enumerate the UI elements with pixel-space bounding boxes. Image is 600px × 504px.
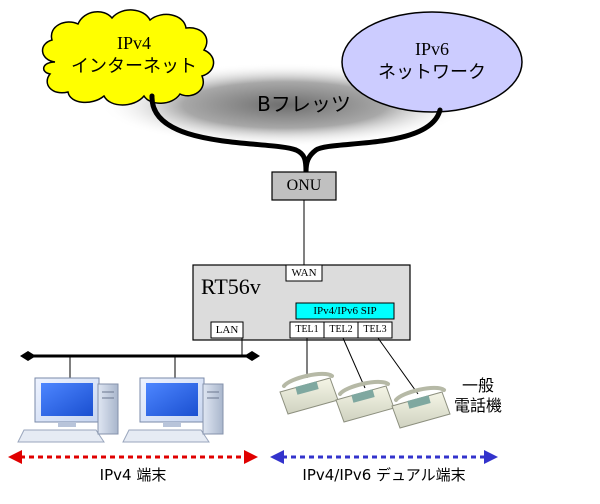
dual-terminal-label: IPv4/IPv6 デュアル端末: [302, 466, 466, 484]
tel2-label: TEL2: [329, 324, 353, 335]
tel2-line: [342, 337, 366, 389]
ipv4-link: [149, 93, 309, 175]
onu-label: ONU: [286, 177, 322, 194]
pc-icon: [122, 377, 224, 443]
pc-icon: [17, 377, 119, 443]
tel3-label: TEL3: [363, 324, 387, 335]
ipv4-cloud-subtitle: インターネット: [71, 56, 197, 77]
bflets-label: Bフレッツ: [257, 92, 351, 116]
ipv4-terminal-range-arrow: [8, 450, 258, 464]
phone-icon: [279, 371, 339, 415]
sip-label: IPv4/IPv6 SIP: [313, 305, 377, 317]
tel3-line: [377, 337, 419, 395]
wan-label: WAN: [291, 267, 317, 279]
ipv4-terminal-label: IPv4 端末: [99, 466, 167, 484]
phones-label-line1: 一般: [461, 376, 495, 395]
wan-port: [285, 264, 323, 282]
ipv6-cloud-title: IPv6: [414, 39, 450, 59]
ipv4-cloud-title: IPv4: [116, 33, 152, 53]
phones-label-line2: 電話機: [453, 396, 503, 415]
tel3-port: [357, 321, 393, 339]
lan-bus-end-left: [20, 351, 36, 361]
lan-port: [210, 321, 244, 339]
ipv6-link: [303, 107, 443, 175]
dual-terminal-range-arrow: [270, 450, 498, 464]
sip-box: [295, 302, 395, 320]
lan-label: LAN: [215, 324, 239, 336]
ipv6-cloud-subtitle: ネットワーク: [378, 62, 486, 83]
ipv4-cloud: [41, 9, 215, 106]
ipv6-cloud: [341, 11, 523, 113]
lan-bus-end-right: [244, 351, 260, 361]
phone-icon: [391, 385, 451, 429]
router-name: RT56v: [201, 274, 261, 299]
tel1-label: TEL1: [295, 324, 319, 335]
